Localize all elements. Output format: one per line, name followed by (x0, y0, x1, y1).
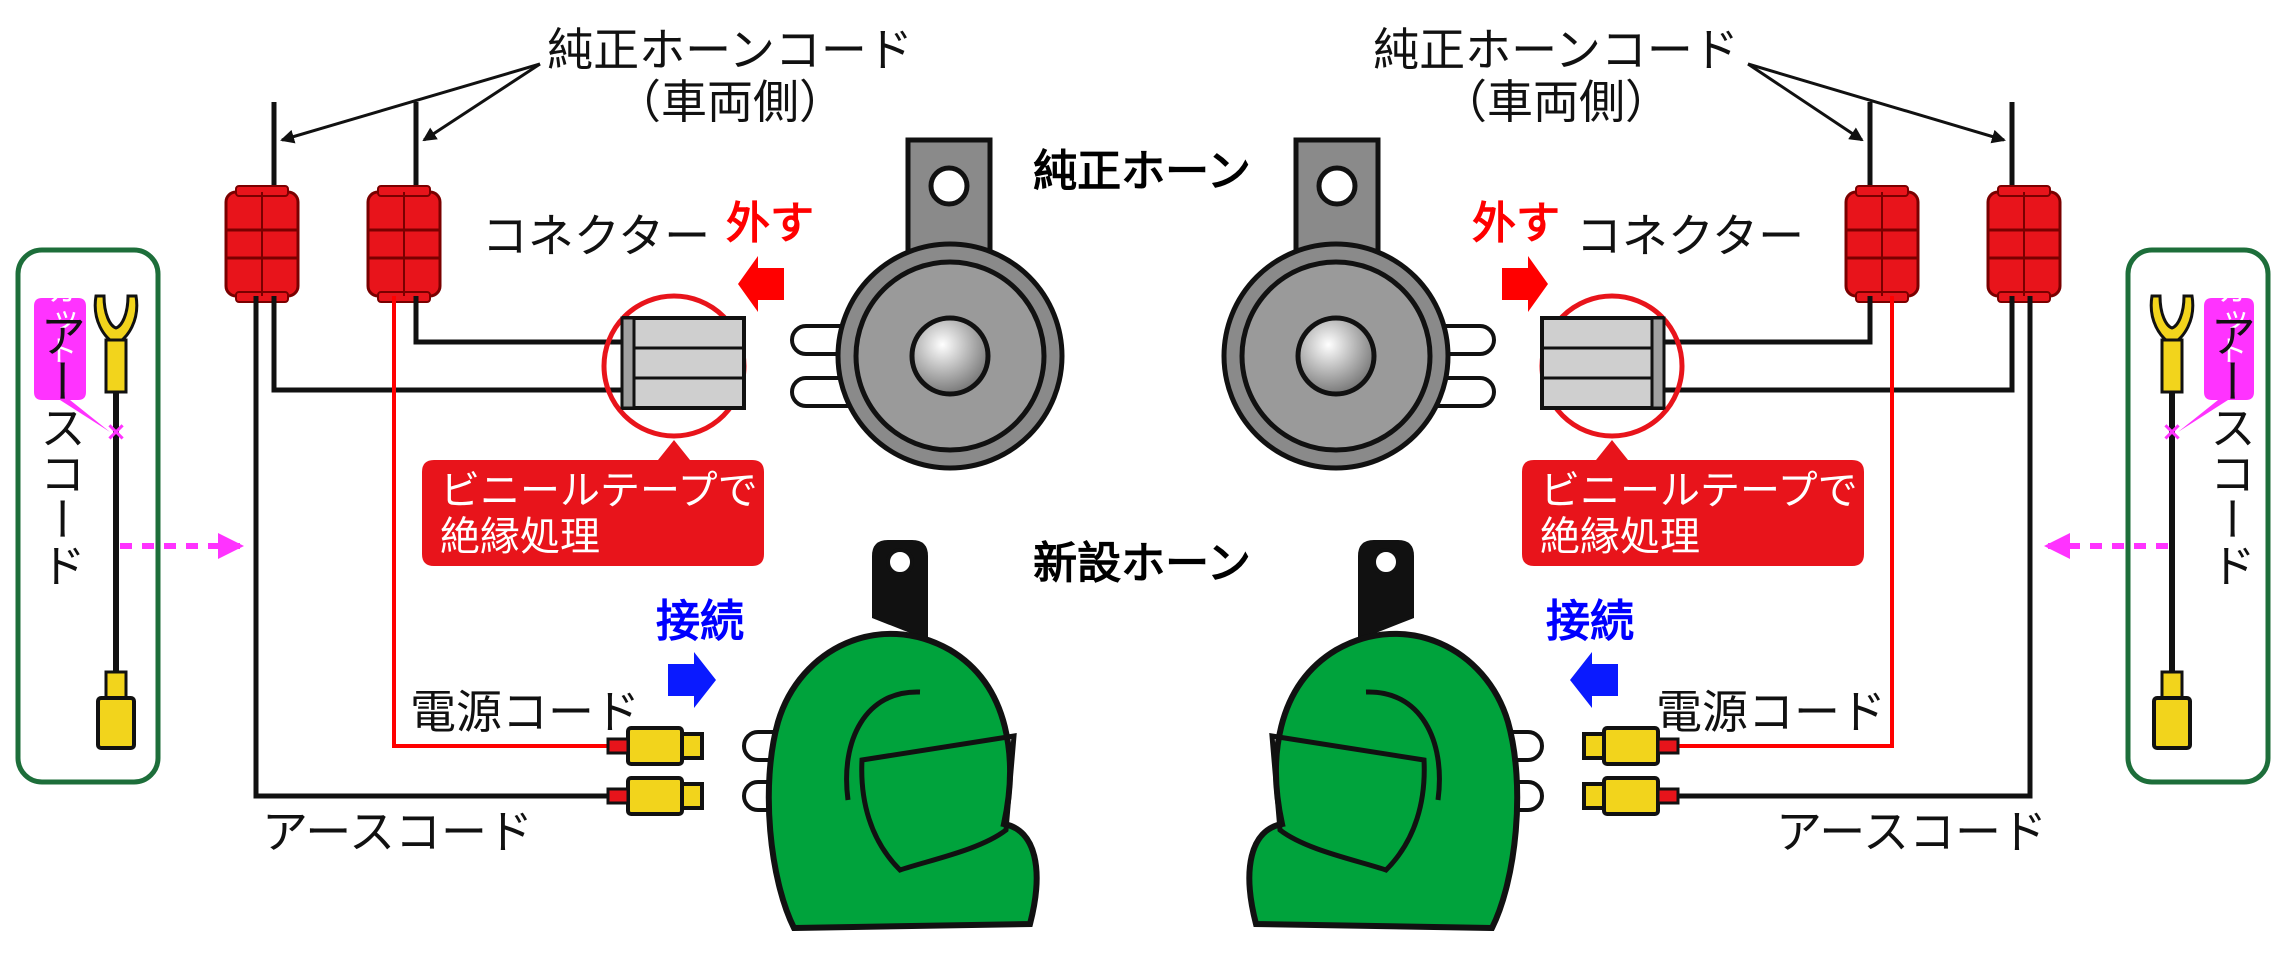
connector-icon (1844, 184, 1920, 304)
oem-wire-left-2 (413, 296, 622, 345)
oem-plug-right (1540, 316, 1666, 410)
flat-terminal-icon (606, 776, 704, 816)
new-horn-title: 新設ホーン (1033, 538, 1251, 589)
connector-icon (224, 184, 300, 304)
disconnect-arrow-right (1502, 256, 1548, 312)
vehicle-side-label-left: （車両側） (615, 75, 845, 129)
right-side: × カット アースコード 純正ホーンコード （車両側） コネクター 外す (1221, 23, 2271, 932)
cut-callout (2178, 298, 2254, 432)
disc-horn-icon (790, 137, 1065, 471)
oem-wire-left-1 (271, 296, 622, 393)
connect-label-left: 接続 (656, 596, 744, 647)
oem-wire-right-2 (1664, 296, 1873, 345)
cut-label: カット (42, 275, 77, 365)
connect-arrow-left (668, 652, 716, 708)
snail-horn-icon (1246, 540, 1544, 932)
cut-label-right: カット (2212, 275, 2247, 365)
snail-horn-icon (742, 540, 1040, 932)
oem-wire-right-1 (1664, 296, 2015, 393)
flat-terminal-icon (96, 670, 136, 750)
power-cord-label-right: 電源コード (1656, 685, 1886, 739)
oem-plug-left (620, 316, 746, 410)
earth-cord-inset-label-left: アースコード (33, 312, 87, 588)
flat-terminal-icon (1582, 776, 1680, 816)
disconnect-label-right: 外す (1472, 198, 1560, 249)
vinyl-tape-label-1: ビニールテープで (440, 468, 758, 514)
y-terminal-icon (2149, 294, 2195, 394)
earth-cord-inset-left: × カット アースコード (15, 247, 161, 785)
disconnect-label-left: 外す (726, 198, 814, 249)
connect-arrow-right (1570, 652, 1618, 708)
connector-label-right: コネクター (1576, 209, 1804, 263)
vinyl-tape-callout-left: ビニールテープで 絶縁処理 (422, 440, 764, 566)
vinyl-tape-label-1-right: ビニールテープで (1540, 468, 1858, 514)
cut-mark-icon: × (105, 417, 127, 447)
connect-label-right: 接続 (1546, 596, 1634, 647)
power-wire-right (1658, 296, 1894, 748)
vinyl-tape-callout-right: ビニールテープで 絶縁処理 (1522, 440, 1864, 566)
vinyl-tape-label-2-right: 絶縁処理 (1540, 514, 1700, 560)
oem-horn-cord-label-left: 純正ホーンコード (547, 23, 913, 77)
connector-icon (1986, 184, 2062, 304)
cut-mark-icon: × (2161, 417, 2183, 447)
y-terminal-icon (93, 294, 139, 394)
oem-horn-title: 純正ホーン (1033, 146, 1251, 197)
left-side: × カット アースコード 純正ホーンコード （車両側） コネクター (15, 23, 1065, 932)
flat-terminal-icon (2152, 670, 2192, 750)
connector-icon (366, 184, 442, 304)
disc-horn-icon (1221, 137, 1496, 471)
earth-cord-label-right: アースコード (1776, 805, 2047, 859)
vehicle-side-label-right: （車両側） (1441, 75, 1671, 129)
power-wire-left (392, 296, 628, 748)
earth-cord-inset-right: × カット アースコード (2125, 247, 2271, 785)
oem-horn-cord-label-right: 純正ホーンコード (1373, 23, 1739, 77)
disconnect-arrow-left (738, 256, 784, 312)
connector-label-left: コネクター (482, 209, 710, 263)
power-cord-label-left: 電源コード (410, 685, 640, 739)
cut-callout (34, 298, 110, 432)
earth-wire-left (253, 296, 628, 799)
earth-cord-inset-label-right: アースコード (2203, 312, 2257, 588)
earth-cord-label-left: アースコード (262, 805, 533, 859)
vinyl-tape-label-2: 絶縁処理 (440, 514, 600, 560)
earth-wire-right (1658, 296, 2033, 799)
